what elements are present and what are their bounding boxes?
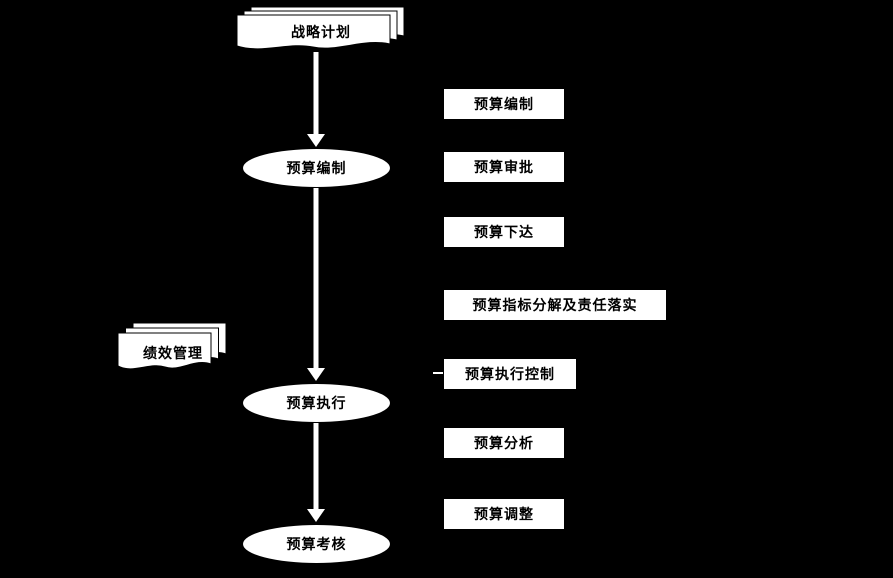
node-budget-assessment: 预算考核 [242, 524, 391, 564]
multidocument-shape [118, 322, 227, 370]
multidocument-performance-management: 绩效管理 [118, 322, 228, 376]
step-label: 预算下达 [474, 225, 534, 241]
step-label: 预算审批 [474, 160, 534, 176]
step-box-budget-adjustment: 预算调整 [443, 498, 565, 530]
step-box-budget-preparation: 预算编制 [443, 88, 565, 120]
step-label: 预算指标分解及责任落实 [472, 298, 638, 314]
step-box-execution-control: 预算执行控制 [443, 358, 577, 390]
step-box-indicator-decomposition: 预算指标分解及责任落实 [443, 289, 667, 321]
node-budget-preparation: 预算编制 [242, 148, 391, 188]
step-box-budget-issuance: 预算下达 [443, 216, 565, 248]
step-label: 预算调整 [474, 507, 534, 523]
step-label: 预算编制 [474, 97, 534, 113]
step-label: 预算执行控制 [465, 367, 555, 383]
step-label: 预算分析 [474, 436, 534, 452]
multidocument-strategic-plan: 战略计划 [237, 6, 405, 54]
budget-preparation-label: 预算编制 [286, 161, 347, 177]
budget-assessment-label: 预算考核 [286, 537, 347, 553]
step-box-budget-approval: 预算审批 [443, 151, 565, 183]
budget-execution-label: 预算执行 [286, 396, 347, 412]
arrow-preparation-to-execution [307, 188, 325, 381]
node-budget-execution: 预算执行 [242, 383, 391, 423]
arrow-plan-to-preparation [307, 52, 325, 147]
multidocument-shape [237, 6, 405, 50]
step-box-budget-analysis: 预算分析 [443, 427, 565, 459]
arrow-execution-to-assessment [307, 423, 325, 522]
connector-tick [433, 372, 444, 374]
